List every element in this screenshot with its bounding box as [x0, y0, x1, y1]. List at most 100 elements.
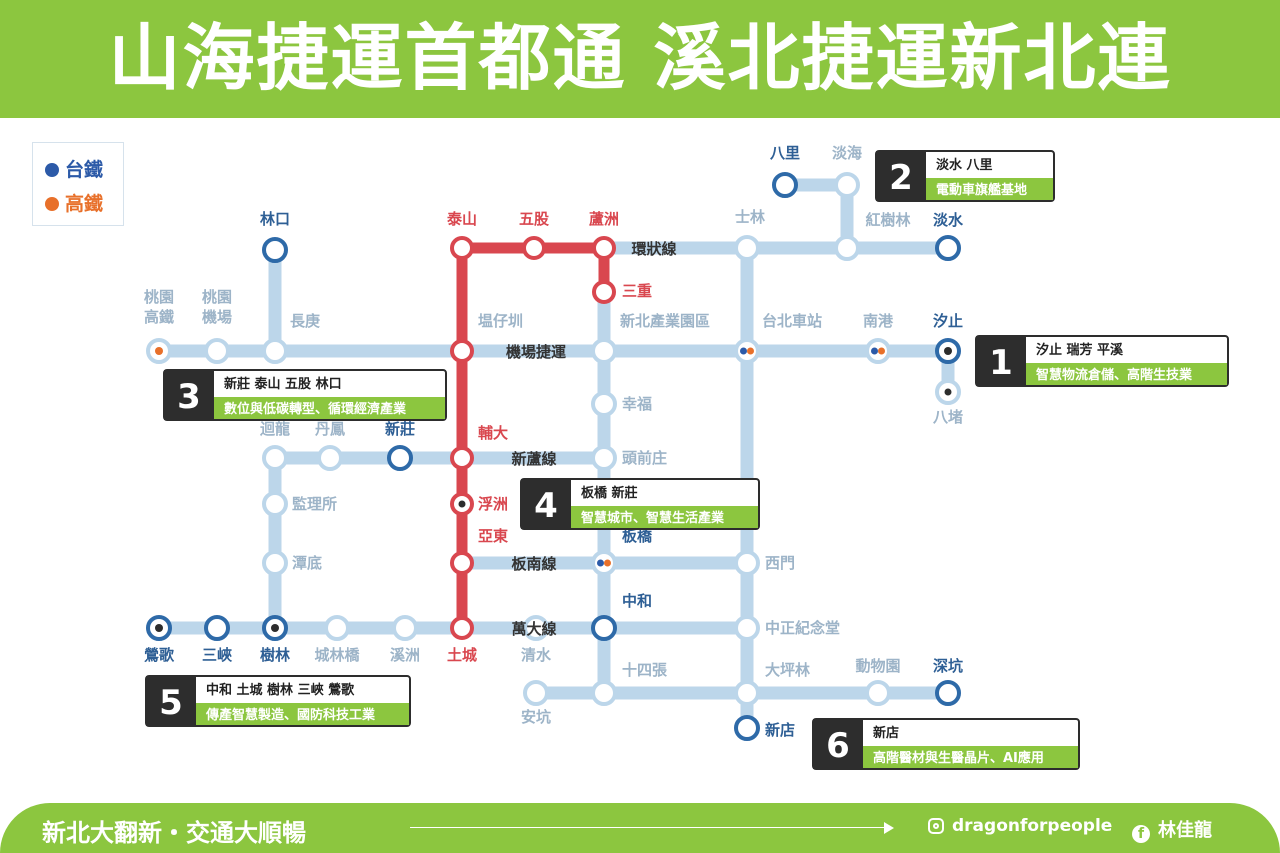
station-taipei_main: [734, 338, 760, 364]
station-hongshulin: [834, 235, 860, 261]
station-cks_memorial: [734, 615, 760, 641]
panel-title: 板橋 新莊: [581, 485, 638, 501]
station-tazaiwei: [450, 339, 474, 363]
panel-body: 智慧物流倉儲、高階生技業: [1036, 367, 1193, 383]
panel-number: 5: [159, 683, 183, 723]
station-ankeng: [523, 680, 549, 706]
station-label-xinbei_park: 新北產業園區: [620, 312, 710, 330]
station-shilin: [734, 235, 760, 261]
station-label-huilong: 迴龍: [259, 420, 290, 438]
station-label-danfeng: 丹鳳: [315, 420, 345, 438]
station-xingfu: [591, 391, 617, 417]
station-shisizhang: [591, 680, 617, 706]
station-tamsui: [935, 235, 961, 261]
page-title: 山海捷運首都通 溪北捷運新北連: [108, 16, 1172, 100]
station-xinbei_park: [591, 338, 617, 364]
station-label-shilin: 士林: [735, 208, 766, 226]
facebook-icon: f: [1132, 825, 1150, 843]
panel-number: 4: [534, 486, 558, 526]
legend: 台鐵 高鐵: [32, 142, 124, 226]
line-label: 板南線: [511, 555, 556, 573]
station-taoyuan_hsr: [146, 338, 172, 364]
instagram-link[interactable]: dragonforpeople: [928, 816, 1112, 836]
station-tucheng: [450, 616, 474, 640]
station-label-linkou: 林口: [260, 210, 290, 228]
station-label-nangang: 南港: [863, 312, 894, 330]
station-wugu: [522, 236, 546, 260]
station-danhai: [834, 172, 860, 198]
station-label-chenglinqiao: 城林橋: [314, 646, 360, 664]
hsr-dot-icon: [45, 197, 59, 211]
station-label-sanchong: 三重: [622, 282, 652, 300]
station-zoo: [865, 680, 891, 706]
station-label-sanxia: 三峽: [202, 646, 233, 664]
station-label-zhonghe: 中和: [622, 592, 652, 610]
line-label: 機場捷運: [506, 343, 567, 361]
station-shenkeng: [935, 680, 961, 706]
slogan: 新北大翻新・交通大順暢: [42, 819, 306, 847]
station-label-fuda: 輔大: [478, 424, 508, 442]
station-danfeng: [317, 445, 343, 471]
station-label-bali: 八里: [769, 144, 800, 162]
station-label-shenkeng: 深坑: [933, 657, 963, 675]
station-label-taipei_main: 台北車站: [762, 312, 822, 330]
instagram-icon: [928, 818, 944, 834]
station-touqianzhuang: [591, 445, 617, 471]
station-taishan: [450, 236, 474, 260]
station-xizhi: [935, 338, 961, 364]
station-label-changgeng: 長庚: [290, 312, 320, 330]
line-label: 萬大線: [511, 620, 556, 638]
station-banqiao: [591, 550, 617, 576]
station-yingge: [146, 615, 172, 641]
line-label: 環狀線: [631, 240, 676, 258]
station-label-tamsui: 淡水: [933, 211, 964, 229]
station-markers: [146, 172, 961, 741]
station-badu: [935, 379, 961, 405]
panel-title: 新莊 泰山 五股 林口: [224, 376, 342, 392]
station-ximen: [734, 550, 760, 576]
station-qingshui: [523, 615, 549, 641]
station-sanchong: [592, 280, 616, 304]
station-label-tandi: 潭底: [292, 554, 322, 572]
station-label-xizhi: 汐止: [933, 312, 963, 330]
station-label-banqiao: 板橋: [622, 527, 653, 545]
station-linkou: [262, 237, 288, 263]
station-label-cks_memorial: 中正紀念堂: [765, 619, 840, 637]
station-xindian: [734, 715, 760, 741]
panel-number: 6: [826, 726, 850, 766]
panel-body: 傳產智慧製造、國防科技工業: [205, 707, 376, 723]
station-label-qingshui: 清水: [521, 646, 552, 664]
arrow-right-icon: [884, 822, 894, 834]
panel-number: 2: [889, 158, 913, 198]
station-xizhou: [392, 615, 418, 641]
station-label-wugu: 五股: [519, 210, 550, 228]
station-label-zoo: 動物園: [855, 657, 900, 675]
station-label-yingge: 鶯歌: [144, 646, 175, 664]
station-label-hongshulin: 紅樹林: [865, 211, 911, 229]
station-labels: 八里淡海士林紅樹林淡水林口泰山五股蘆洲三重桃園高鐵桃園機場長庚塭仔圳新北產業園區…: [144, 144, 964, 739]
panel-body: 數位與低碳轉型、循環經濟產業: [224, 401, 407, 417]
station-changgeng: [262, 338, 288, 364]
station-label-jianlisuo: 監理所: [292, 495, 337, 513]
station-label-taoyuan_hsr: 桃園高鐵: [144, 288, 174, 326]
panel-title: 汐止 瑞芳 平溪: [1036, 342, 1124, 358]
station-label-danhai: 淡海: [832, 144, 862, 162]
station-label-dapinglin: 大坪林: [765, 661, 811, 679]
station-sanxia: [204, 615, 230, 641]
panel-number: 3: [177, 377, 201, 417]
station-label-xindian: 新店: [765, 721, 795, 739]
legend-hsr: 高鐵: [45, 189, 103, 216]
station-label-taoyuan_airport: 桃園機場: [202, 288, 232, 326]
station-label-xingfu: 幸福: [622, 395, 652, 413]
station-xinzhuang: [387, 445, 413, 471]
station-shulin: [262, 615, 288, 641]
station-label-taishan: 泰山: [446, 210, 477, 228]
